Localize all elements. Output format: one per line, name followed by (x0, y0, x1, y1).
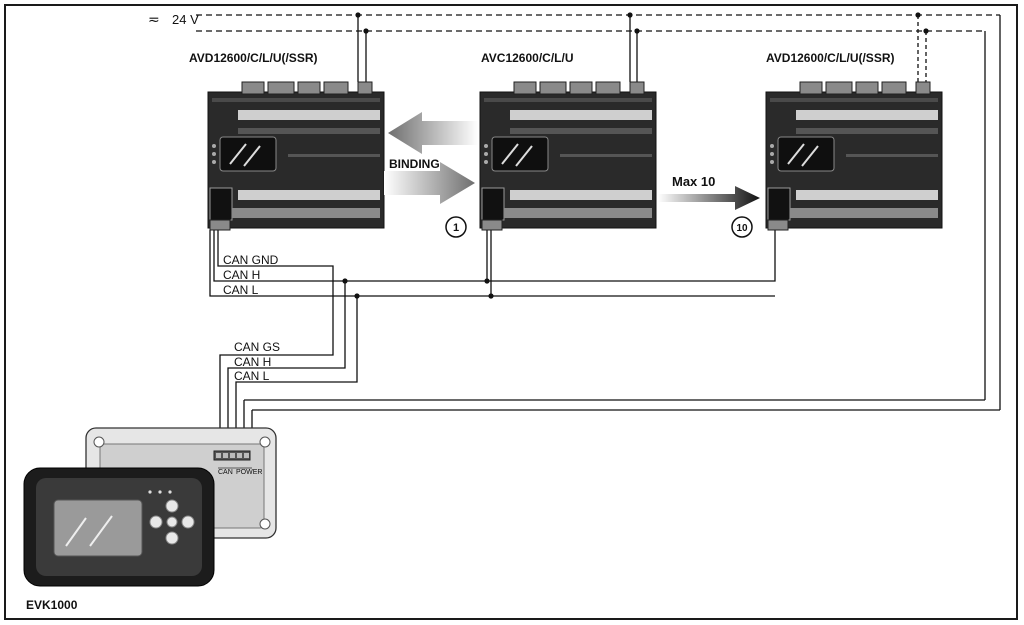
max-arrow (658, 186, 760, 210)
node-last-circle (731, 216, 753, 238)
node-last-label: 10 (736, 223, 748, 234)
node-first-label: 1 (453, 222, 459, 234)
diagram-frame (4, 4, 1018, 620)
controller-right-model: AVD12600/C/L/U(/SSR) (766, 51, 894, 65)
controller-left (207, 81, 385, 231)
power-symbol: ≂ (148, 11, 160, 27)
display-model-label: EVK1000 (26, 598, 78, 612)
can-junctions (342, 278, 494, 299)
display-can-h-label: CAN H (234, 355, 271, 369)
controller-center-model: AVC12600/C/L/U (481, 51, 573, 65)
can-bus-lines (209, 230, 776, 432)
display-power-port-label: POWER (236, 469, 262, 476)
can-h-label: CAN H (223, 268, 260, 282)
power-junctions (355, 12, 929, 34)
power-label: 24 V (172, 12, 199, 27)
controller-left-model: AVD12600/C/L/U(/SSR) (189, 51, 317, 65)
power-lines (196, 14, 1001, 432)
can-gnd-label: CAN GND (223, 253, 279, 267)
display-front-panel (23, 467, 215, 587)
controller-right (765, 81, 943, 231)
display-can-gs-label: CAN GS (234, 340, 280, 354)
node-first-circle (445, 216, 467, 238)
max-label: Max 10 (672, 174, 715, 189)
binding-arrow-right (384, 162, 475, 204)
display-can-port-label: CAN (218, 469, 233, 476)
binding-label: BINDING (389, 157, 440, 171)
display-can-l-label: CAN L (234, 369, 270, 383)
binding-arrow-left (388, 112, 478, 154)
controller-center (479, 81, 657, 231)
can-l-label: CAN L (223, 283, 259, 297)
